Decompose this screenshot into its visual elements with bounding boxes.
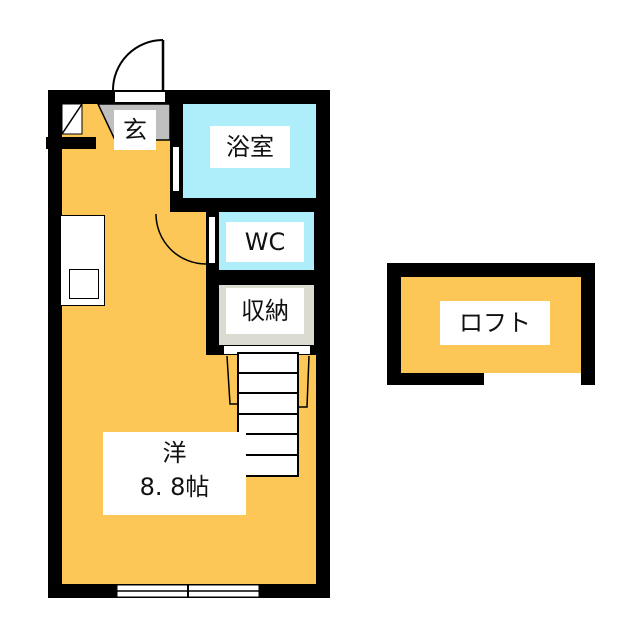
wc-label: WC: [226, 222, 304, 262]
wc-door-arc-icon: [155, 213, 207, 265]
entrance-door-arc-icon: [112, 39, 165, 91]
western-room-label: 洋: [162, 439, 187, 467]
loft-label: ロフト: [440, 301, 550, 345]
sink-icon: [69, 269, 99, 299]
entrance-label: 玄: [114, 110, 156, 150]
western-room-label-box: 洋 8. 8帖: [103, 432, 246, 515]
wc-door: [208, 216, 216, 264]
loft-opening: [484, 373, 581, 385]
stairs: [226, 352, 310, 477]
bath-label: 浴室: [210, 126, 290, 168]
western-room-size: 8. 8帖: [139, 473, 210, 501]
bath-door: [172, 146, 180, 192]
window: [116, 584, 260, 598]
storage-label: 収納: [226, 288, 304, 334]
entrance-wall-stub: [46, 137, 96, 149]
entrance-door-opening: [115, 92, 165, 102]
kitchen-counter: [60, 215, 105, 306]
